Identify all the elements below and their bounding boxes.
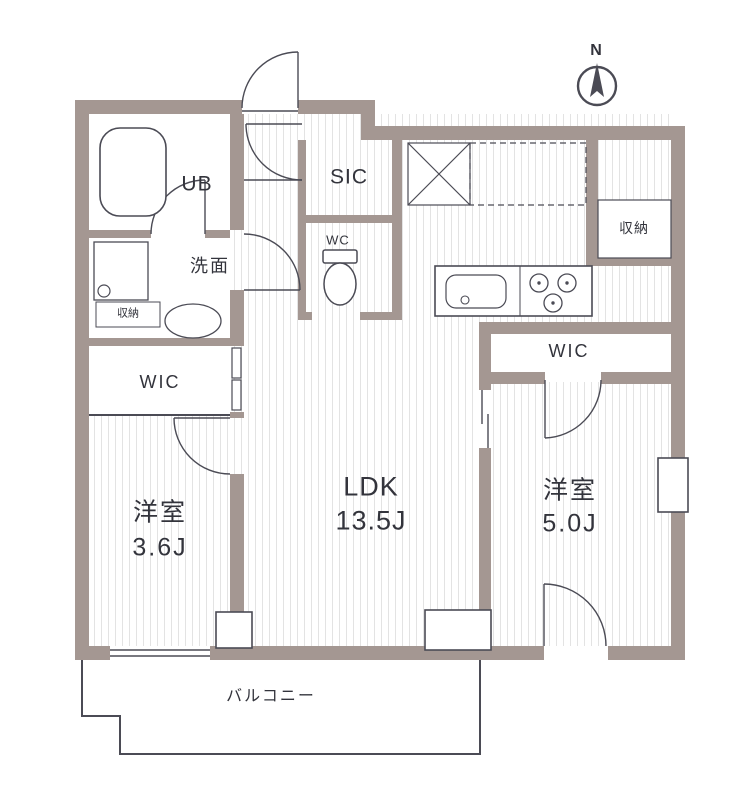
balcony-outline (81, 660, 481, 755)
room-size-ldk: 13.5J (335, 505, 407, 536)
wall-bottom-c (608, 646, 685, 660)
bathtub-icon (99, 127, 167, 217)
stove-icon (529, 273, 577, 313)
room-label-shoe-closet: SIC (329, 165, 369, 189)
wall-washroom-wic (89, 338, 230, 346)
wall-center-1 (230, 114, 244, 230)
partition-lines (89, 110, 302, 416)
wall-bottom-b (210, 646, 544, 660)
washer-pan-icon (93, 241, 149, 301)
bedroom-right-door-arc (543, 583, 607, 647)
window-right-wall (657, 457, 689, 513)
fixtures (93, 127, 672, 339)
bath-door-arc (150, 179, 206, 235)
wall-ldk-bedroom-a (479, 322, 491, 390)
kitchen-sink-icon (445, 274, 507, 309)
room-label-bedroom-right: 洋室 (542, 476, 598, 505)
room-label-toilet: WC (326, 232, 350, 248)
wall-wc-bottom-b (360, 312, 402, 320)
doors (150, 51, 607, 647)
storage-right-box (597, 199, 672, 259)
window-bedroom-left (110, 646, 210, 660)
room-label-bedroom-left: 洋室 (132, 498, 188, 527)
wic-left-floor (89, 346, 230, 416)
toilet-icon (322, 249, 358, 306)
wall-sic-right (392, 140, 402, 320)
wic-left-folding-door (231, 347, 242, 411)
wall-wic-right-bottom-a (491, 372, 545, 384)
vanity-sink-icon (164, 303, 222, 339)
wall-center-4 (230, 474, 244, 646)
room-size-bedroom-right: 5.0J (542, 509, 598, 538)
window-box-small (215, 611, 253, 649)
balcony-window-ldk (424, 609, 492, 651)
refrigerator-space-icon (407, 142, 471, 206)
kitchen-counter-icon (434, 265, 593, 317)
storage-left-box (95, 301, 161, 328)
wall-right-outer (671, 126, 685, 660)
wall-top-right (361, 126, 685, 140)
room-label-storage-left: 収納 (117, 307, 139, 320)
wall-left-outer (75, 100, 89, 660)
wall-center-3 (230, 412, 244, 418)
room-label-washroom: 洗面 (190, 256, 230, 276)
balcony-label: バルコニー (226, 688, 316, 705)
wall-bottom-a (75, 646, 110, 660)
washroom-door-arc (243, 233, 301, 291)
wall-center-2 (230, 290, 244, 346)
hall-door-arc (245, 123, 303, 181)
wall-wic-right-bottom-b (601, 372, 685, 384)
compass-icon (576, 63, 618, 107)
cupboard-space-icon (469, 142, 587, 206)
wall-top-a (75, 100, 242, 114)
entrance-door-arc (241, 51, 299, 109)
wall-sic-left (298, 140, 306, 320)
wall-bath-washroom-a (89, 230, 151, 238)
wall-bath-washroom-b (205, 230, 230, 238)
room-label-unit-bath: UB (181, 172, 213, 196)
walls (75, 100, 685, 660)
bedroom-left-door-arc (173, 417, 231, 475)
wall-sic-wc-divider (298, 215, 402, 223)
room-label-wic-right: WIC (548, 341, 590, 361)
bedroom-right-sliding-door (479, 390, 491, 448)
room-label-storage-right: 収納 (619, 220, 649, 236)
wall-kitchen-storage (586, 140, 598, 266)
wall-wc-bottom-a (298, 312, 312, 320)
north-label: N (590, 42, 604, 59)
wall-top-b (298, 100, 375, 114)
floor-areas (89, 114, 671, 646)
room-label-ldk: LDK (343, 471, 399, 502)
wic-right-door-arc (544, 379, 602, 439)
wall-ldk-bedroom-b (479, 448, 491, 646)
room-size-bedroom-left: 3.6J (132, 533, 188, 562)
room-label-wic-left: WIC (139, 372, 181, 392)
wall-wic-right-top (479, 322, 685, 334)
windows (110, 457, 689, 660)
